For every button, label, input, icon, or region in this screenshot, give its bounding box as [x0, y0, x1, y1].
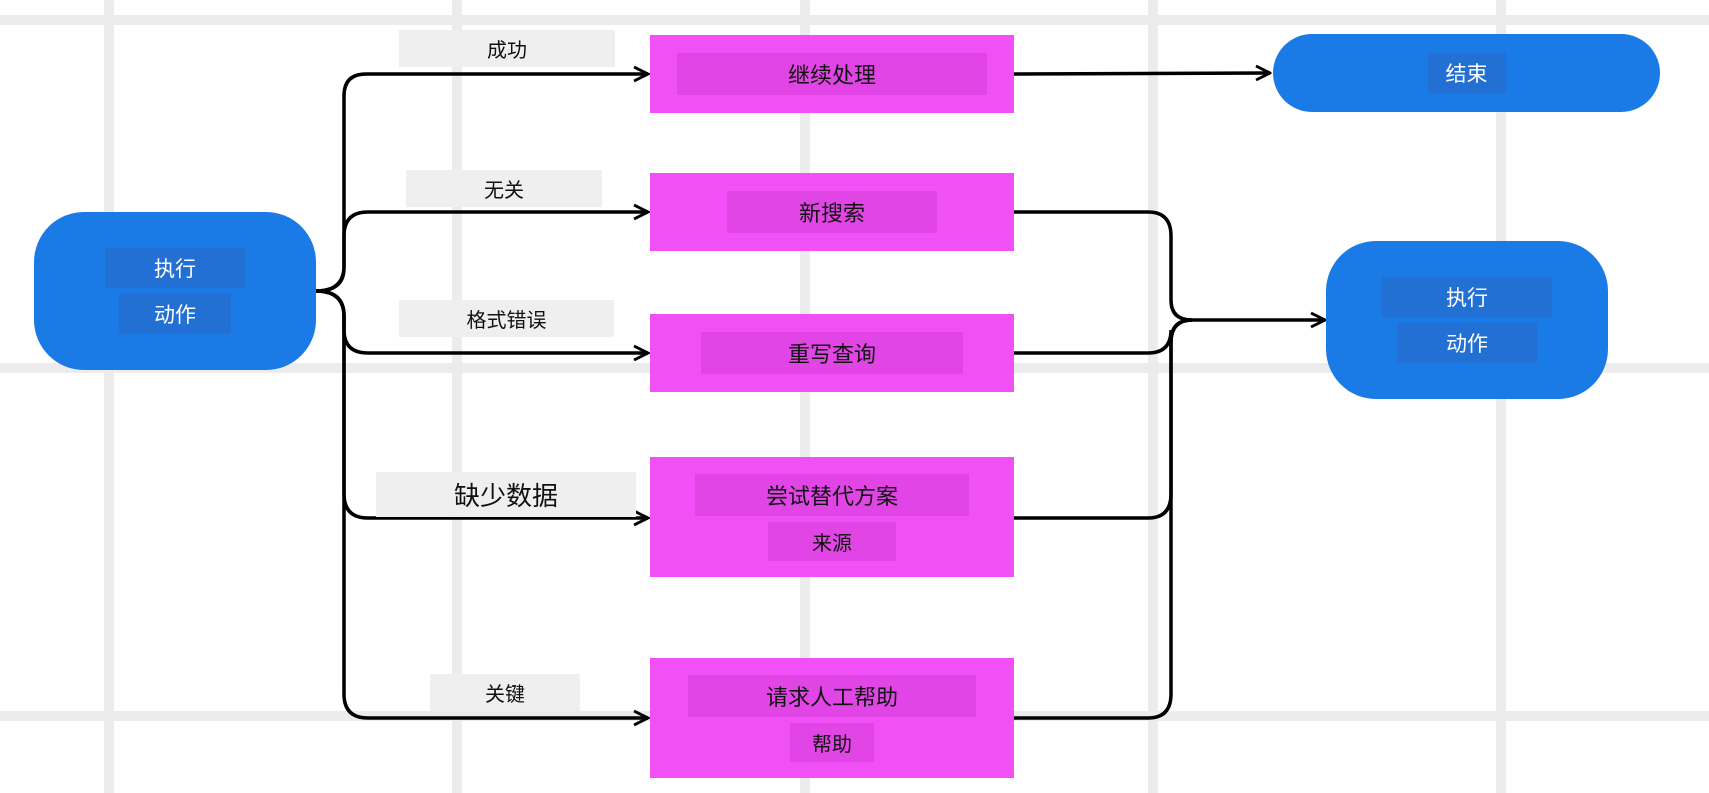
new-search-node: 新搜索: [650, 173, 1014, 251]
node-line: 请求人工帮助: [688, 674, 976, 717]
node-line: 执行: [1382, 277, 1552, 317]
node-line: 动作: [1397, 323, 1537, 363]
try-alternative-source-node: 尝试替代方案 来源: [650, 457, 1014, 577]
edge-label-missing-data: 缺少数据: [376, 472, 636, 517]
edge-human-help-merge: [1014, 318, 1193, 720]
node-label: 重写查询: [701, 332, 963, 374]
end-node: 结束: [1273, 34, 1660, 112]
edge-critical: [315, 289, 648, 718]
start-execute-action-node: 执行 动作: [34, 212, 316, 370]
node-line: 帮助: [790, 722, 874, 762]
rewrite-query-node: 重写查询: [650, 314, 1014, 392]
execute-action-again-node: 执行 动作: [1326, 241, 1608, 399]
request-human-help-node: 请求人工帮助 帮助: [650, 658, 1014, 778]
edge-label-critical: 关键: [430, 674, 580, 711]
node-label: 新搜索: [727, 191, 937, 233]
node-line: 来源: [768, 521, 896, 561]
node-label: 结束: [1427, 53, 1506, 93]
node-line: 尝试替代方案: [695, 473, 969, 516]
edge-to-end: [1013, 73, 1270, 74]
edge-irrelevant: [315, 212, 648, 293]
edge-new-search-merge: [1014, 210, 1325, 320]
edge-label-irrelevant: 无关: [406, 170, 602, 207]
edge-label-format-error: 格式错误: [399, 300, 614, 337]
node-line: 动作: [119, 294, 231, 334]
node-label: 继续处理: [677, 53, 987, 95]
continue-processing-node: 继续处理: [650, 35, 1014, 113]
edge-rewrite-merge: [1014, 318, 1193, 355]
edge-label-success: 成功: [399, 30, 615, 67]
node-line: 执行: [105, 248, 245, 288]
